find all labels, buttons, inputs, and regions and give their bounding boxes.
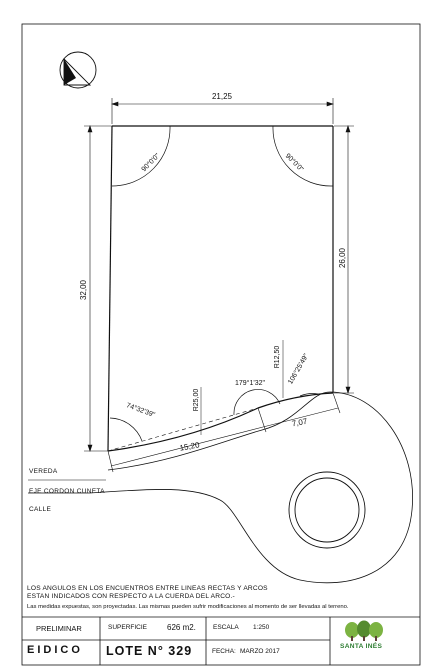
arc-chord [107, 407, 259, 452]
lot-outline [107, 125, 334, 452]
street-label-eje: EJE CORDON CUNETA [29, 488, 105, 495]
street-label-calle: CALLE [29, 506, 52, 513]
note-line-2: ESTAN INDICADOS CON RESPECTO A LA CUERDA… [27, 593, 235, 600]
superficie-value: 626 m2. [167, 623, 196, 632]
dimension-right-label: 26,00 [338, 247, 347, 268]
santa-ines-tree-icon [345, 620, 383, 641]
street-curve [28, 391, 413, 584]
fecha-label: FECHA: [212, 648, 236, 655]
sheet-border [21, 23, 421, 666]
dimension-bottom-right-label: 7,07 [291, 417, 308, 429]
superficie-label: SUPERFICIE [108, 624, 148, 631]
fecha-value: MARZO 2017 [240, 648, 280, 655]
lote-title: LOTE N° 329 [106, 644, 193, 658]
brand-logo: EIDICO [27, 644, 83, 656]
radius-1-label: R25,00 [193, 389, 200, 412]
dimension-top [111, 98, 334, 124]
roundabout-island [288, 471, 366, 549]
note-subtitle: Las medidas expuestas, son proyectadas. … [27, 604, 349, 610]
escala-label: ESCALA [213, 624, 239, 631]
escala-value: 1:250 [253, 624, 270, 631]
dimension-right [334, 125, 354, 394]
santa-ines-logo-text: SANTA INÉS [340, 643, 383, 650]
angle-bottom-mid: 179°1'32" [235, 379, 265, 387]
dimension-bottom [107, 392, 341, 473]
angle-arcs [109, 125, 334, 442]
street-label-vereda: VEREDA [29, 468, 58, 475]
status-cell: PRELIMINAR [36, 624, 82, 633]
dimension-bottom-left-label: 15,20 [179, 440, 201, 452]
notes-block: LOS ANGULOS EN LOS ENCUENTROS ENTRE LINE… [27, 585, 417, 601]
dimension-top-label: 21,25 [212, 92, 233, 101]
north-arrow-icon [59, 51, 97, 89]
radius-2-label: R12,50 [274, 346, 281, 369]
note-line-1: LOS ANGULOS EN LOS ENCUENTROS ENTRE LINE… [27, 585, 268, 592]
dimension-left [84, 125, 112, 452]
dimension-left-label: 32,00 [79, 279, 88, 300]
